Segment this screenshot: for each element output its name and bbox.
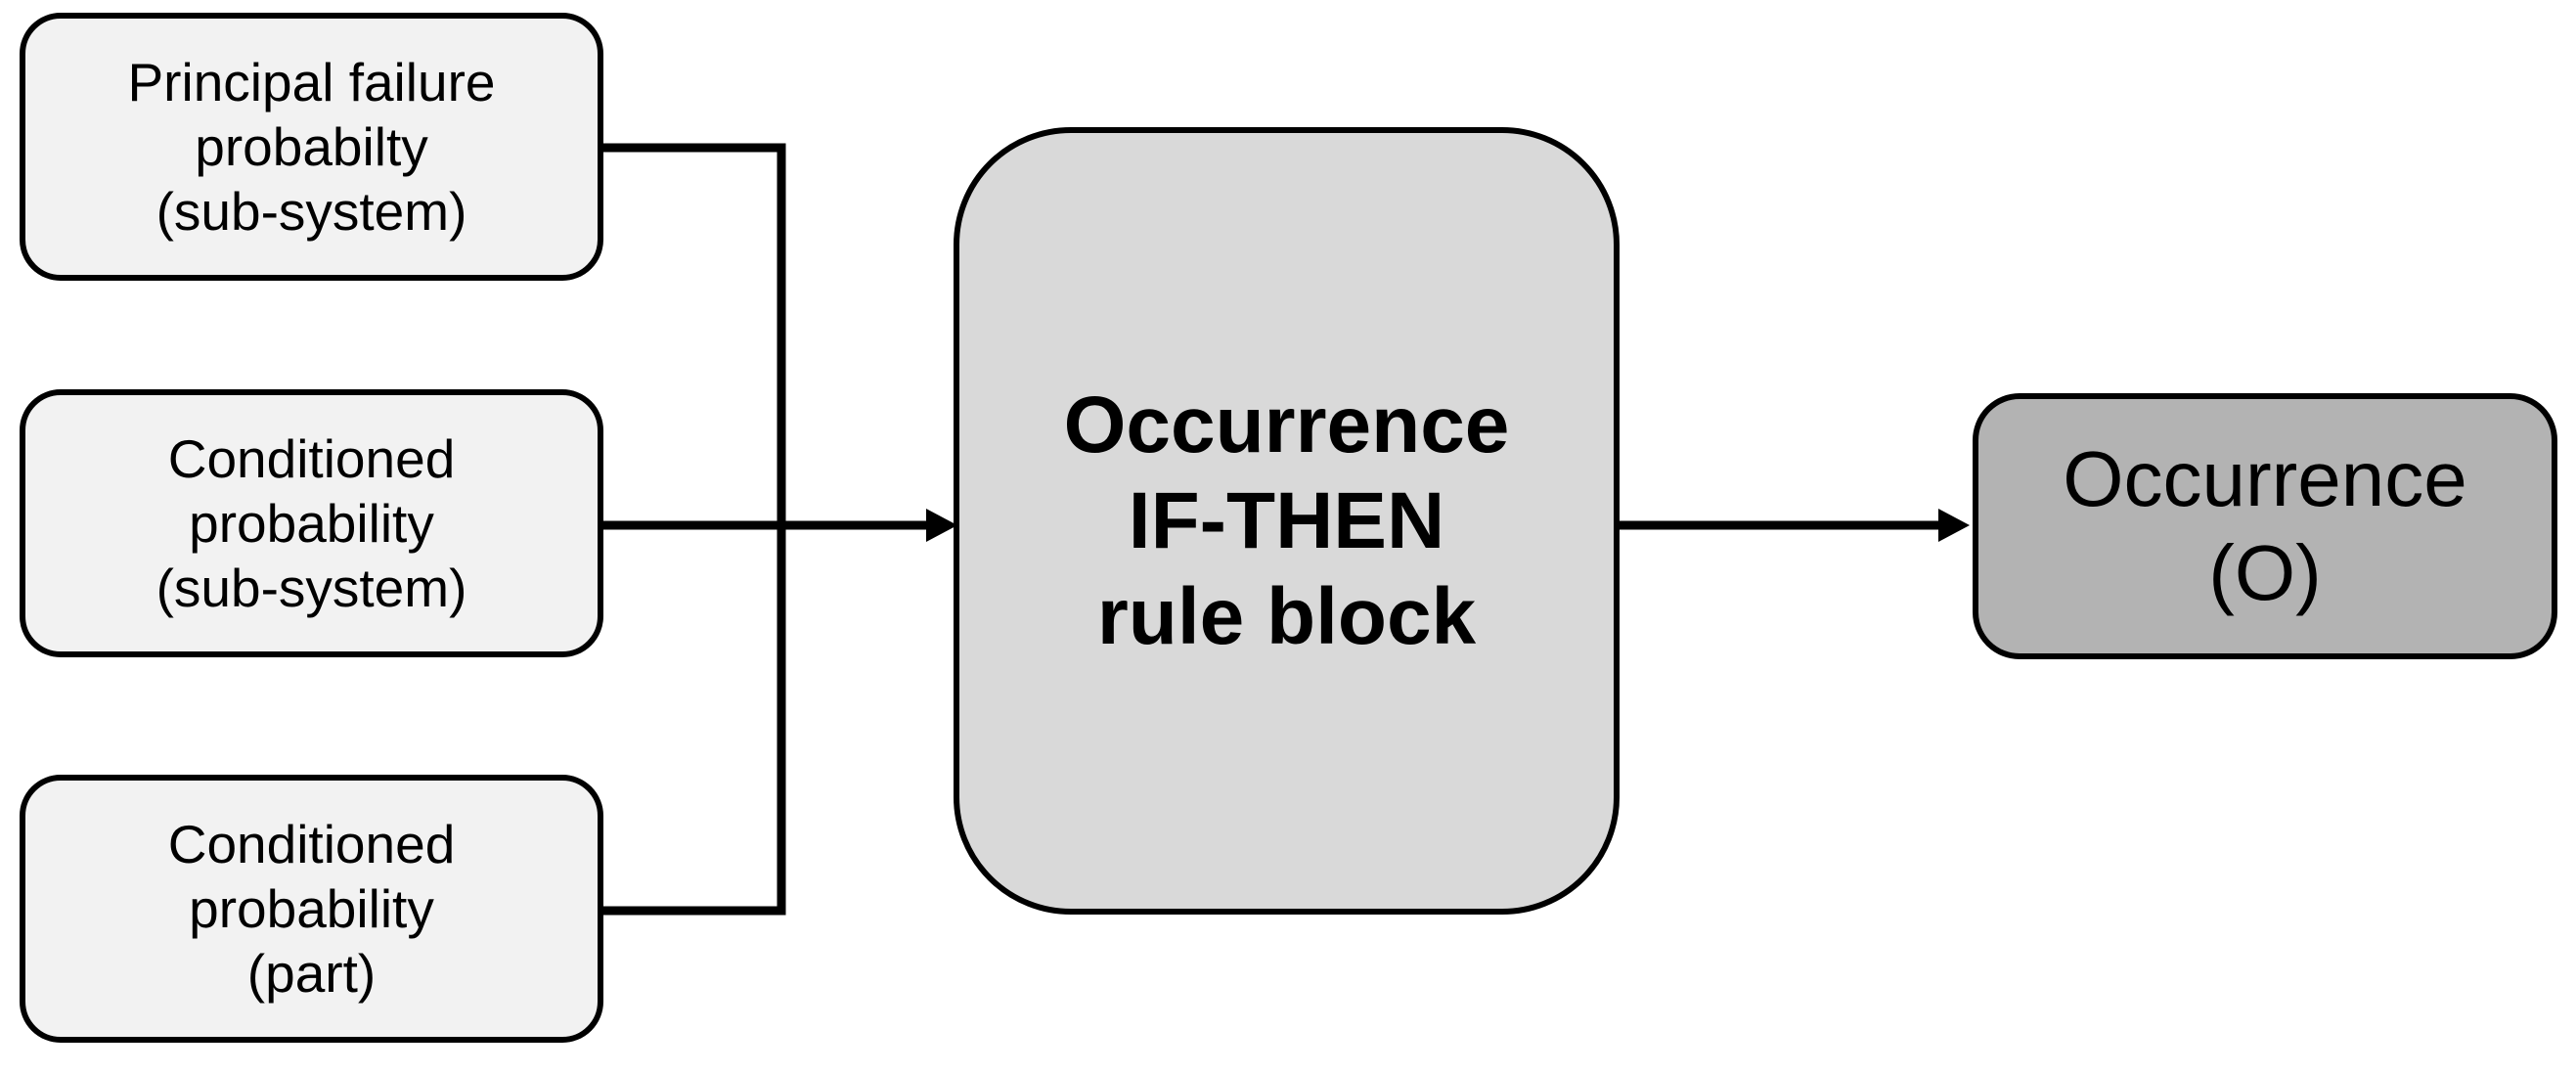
input-node-conditioned-probability-sub-system: Conditioned probability (sub-system) [20,389,603,657]
connector-trunk [602,143,786,916]
node-text-line: (O) [2208,529,2322,616]
node-text-line: IF-THEN [1128,475,1445,565]
node-text-line: probability [189,878,434,939]
input-node-conditioned-probability-part: Conditioned probability (part) [20,775,603,1043]
node-text-line: probabilty [195,116,428,177]
node-text-line: (sub-system) [155,181,467,242]
node-text-line: Principal failure [127,52,496,112]
node-text-line: Conditioned [167,428,456,489]
node-text-line: (sub-system) [155,558,467,618]
output-node-occurrence: Occurrence (O) [1973,393,2557,659]
input-node-principal-failure-probability: Principal failure probabilty (sub-system… [20,13,603,281]
node-text-line: (part) [246,943,377,1004]
node-text-line: rule block [1096,571,1477,661]
node-text-line: probability [189,493,434,554]
node-text-line: Occurrence [2063,435,2467,522]
node-text-line: Occurrence [1063,380,1510,470]
arrowhead-into-output [1938,509,1970,542]
process-node-occurrence-if-then-rule-block: Occurrence IF-THEN rule block [954,127,1620,915]
node-text-line: Conditioned [167,814,456,874]
